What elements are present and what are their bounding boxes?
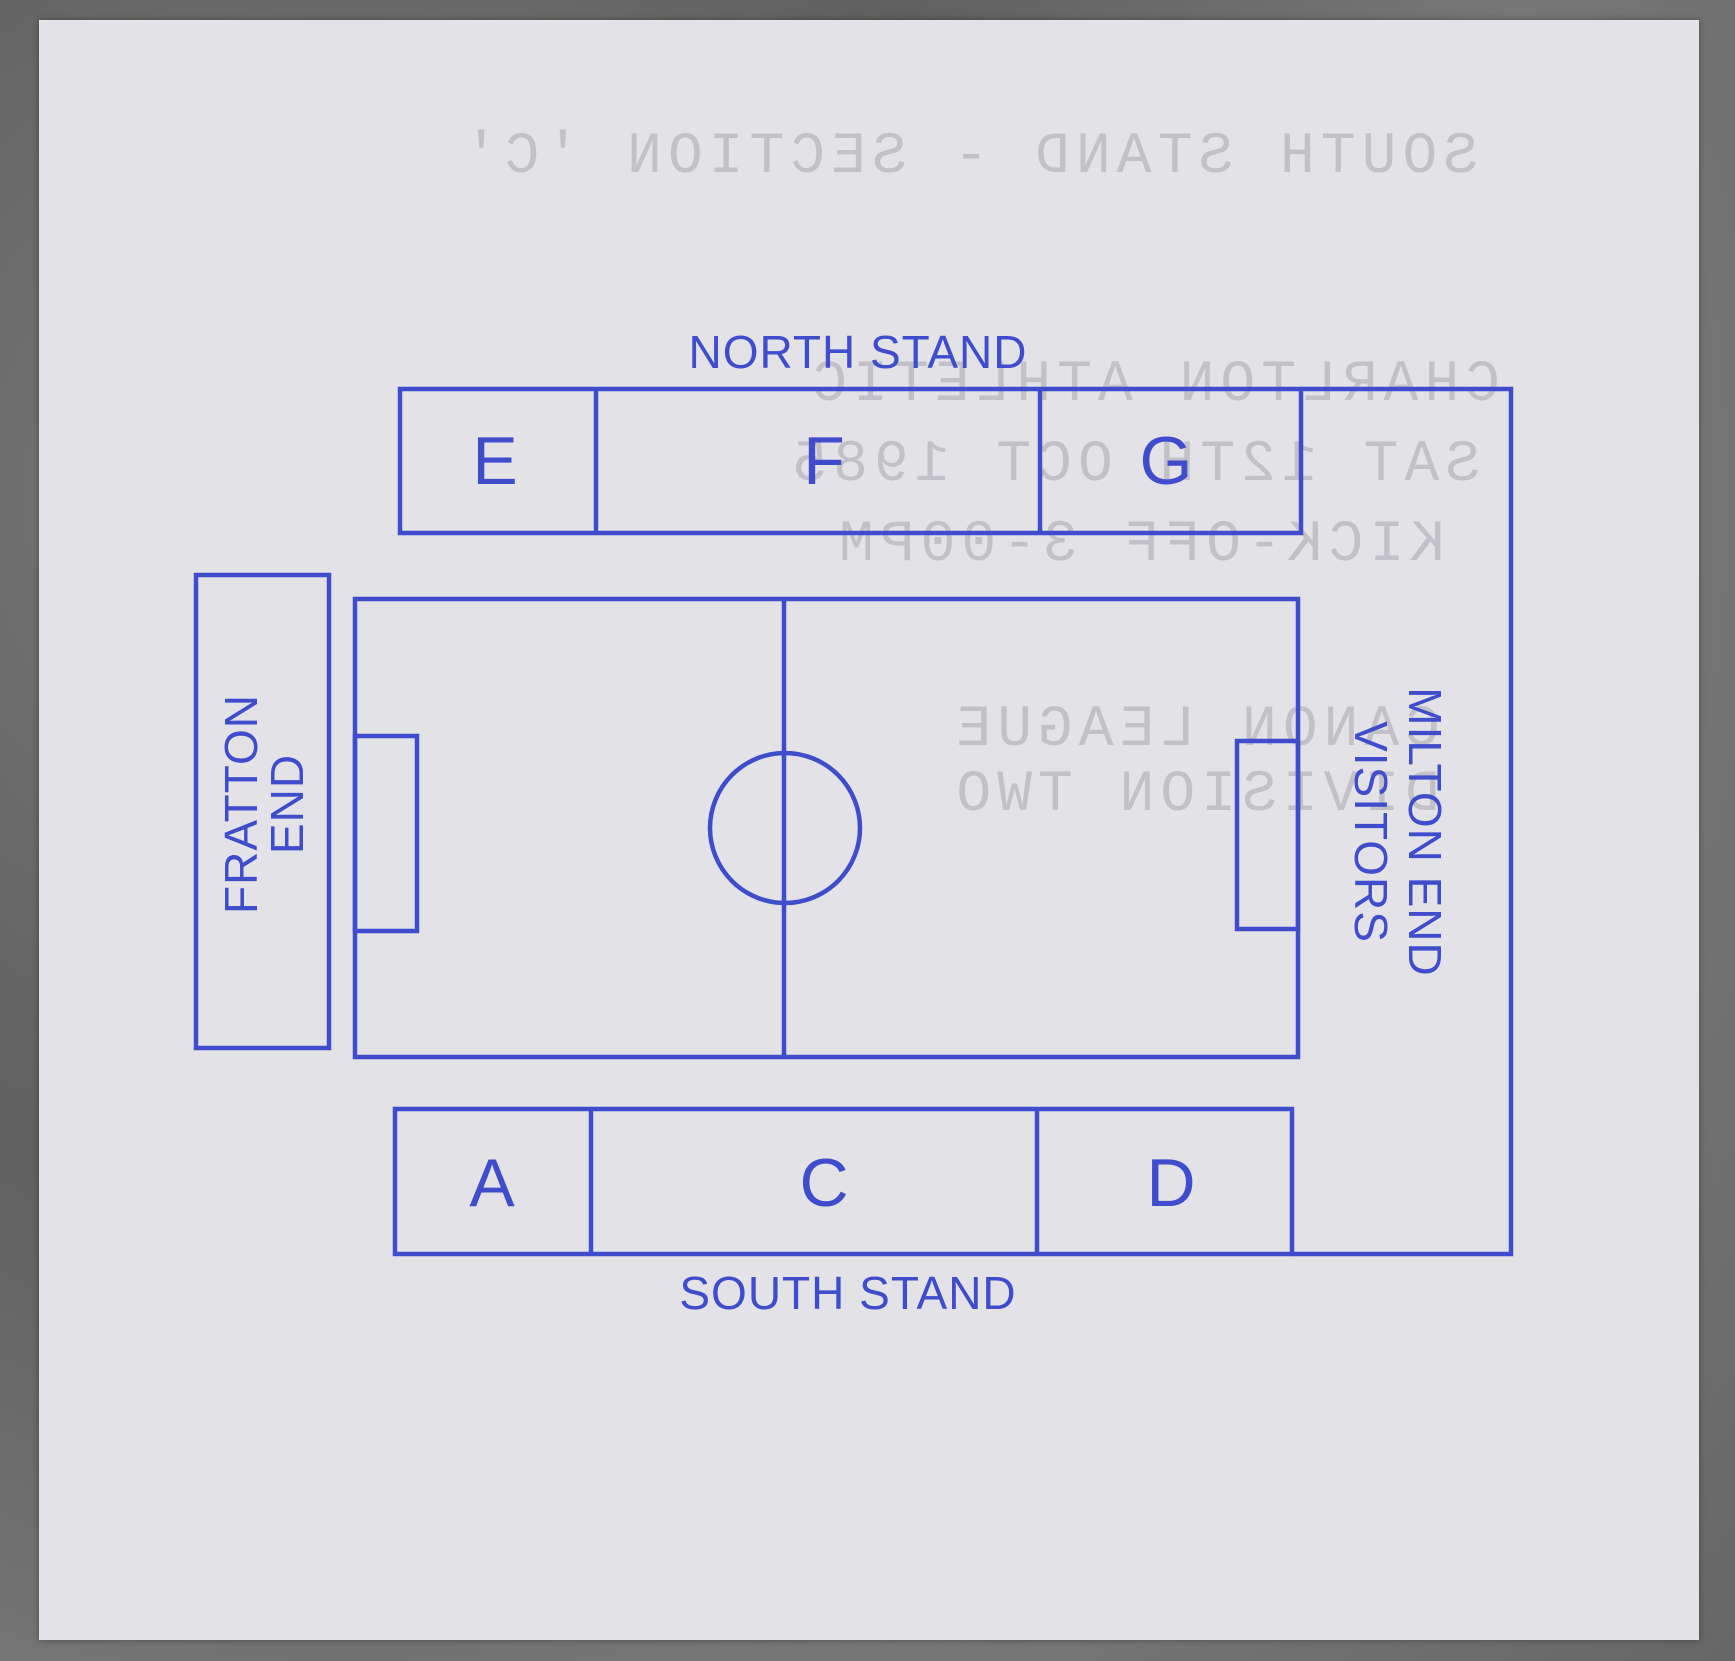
ghost-section: SOUTH STAND - SECTION 'C'	[458, 125, 1478, 190]
section-f[interactable]: F	[803, 423, 845, 499]
section-d[interactable]: D	[1146, 1145, 1195, 1221]
section-a[interactable]: A	[469, 1145, 515, 1221]
north-stand: E F G	[397, 386, 1304, 536]
pitch	[352, 596, 1301, 1060]
north-stand-outline	[397, 386, 1304, 536]
ghost-league: CANON LEAGUE	[950, 698, 1440, 763]
fratton-end-stand[interactable]	[193, 572, 332, 1051]
milton-end-text: MILTON END	[1399, 687, 1451, 976]
ghost-kickoff: KICK-OFF 3-00PM	[833, 513, 1445, 578]
south-stand-label: SOUTH STAND	[679, 1267, 1016, 1319]
fratton-end-label: FRATTON END	[215, 694, 313, 914]
ghost-opponent: CHARLTON ATHLETIC	[806, 353, 1500, 418]
section-c[interactable]: C	[799, 1145, 848, 1221]
milton-end-label: MILTON END VISITORS	[1345, 687, 1451, 976]
left-penalty-area	[352, 733, 420, 934]
south-stand-outline	[392, 1106, 1295, 1257]
south-stand: A C D	[392, 1106, 1295, 1257]
fratton-text: FRATTON	[215, 694, 267, 914]
ticket-paper	[39, 20, 1699, 1640]
pitch-outline	[352, 596, 1301, 1060]
section-g[interactable]: G	[1140, 423, 1193, 499]
milton-end-stand	[1292, 386, 1514, 1257]
section-e[interactable]: E	[472, 423, 517, 499]
north-stand-label: NORTH STAND	[689, 326, 1028, 378]
ghost-division: DIVISION TWO	[950, 763, 1440, 828]
end-text: END	[261, 754, 313, 854]
ghost-date: SAT 12TH OCT 1985	[786, 433, 1480, 498]
visitors-text: VISITORS	[1345, 721, 1397, 943]
show-through-text: SOUTH STAND - SECTION 'C' CHARLTON ATHLE…	[458, 125, 1500, 828]
right-penalty-area	[1234, 738, 1301, 932]
centre-circle	[707, 750, 863, 906]
